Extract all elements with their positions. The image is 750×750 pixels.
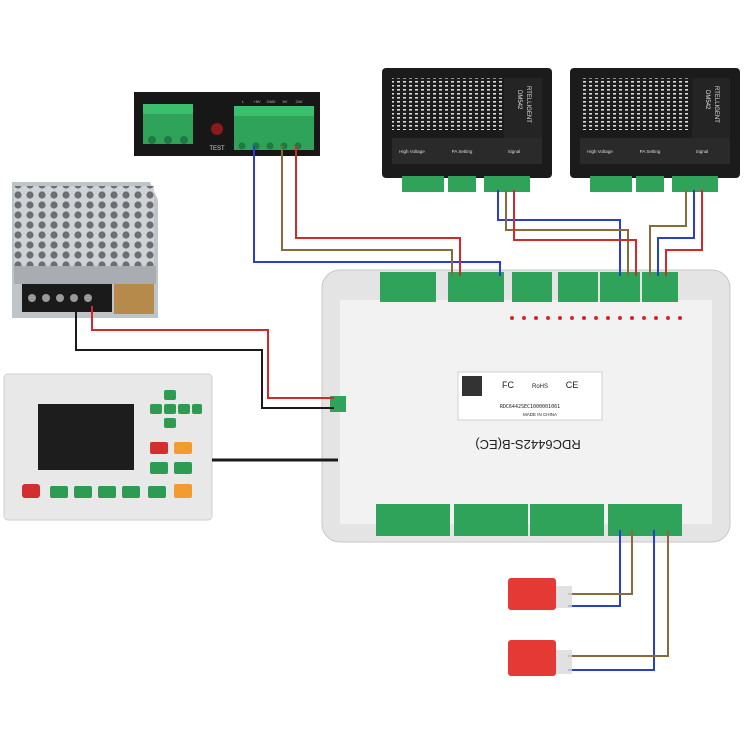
esc-key[interactable]	[150, 442, 168, 454]
dc-terminal-block[interactable]	[234, 106, 314, 150]
status-leds	[510, 316, 682, 320]
top-terminal-1[interactable]	[380, 272, 436, 302]
limit-switch-2	[508, 640, 572, 676]
file-key[interactable]	[98, 486, 116, 498]
made-in: MADE IN CHINA	[523, 412, 557, 417]
driver-2-signal-terminal[interactable]	[672, 176, 718, 192]
driver-2-section-2: PA Setting	[640, 149, 661, 154]
qr-code	[462, 376, 482, 396]
top-terminal-3[interactable]	[512, 272, 552, 302]
driver-1-power-terminal[interactable]	[402, 176, 444, 192]
controller-board: FC CE RoHS RDC6442SEC1000001061 MADE IN …	[321, 269, 731, 543]
driver-2-power-terminal[interactable]	[590, 176, 632, 192]
psu-terminal-label-3: GND	[267, 99, 276, 104]
driver-2-section-3: Signal	[696, 149, 709, 154]
controller-model: RDC6442S-B(EC)	[475, 437, 580, 452]
top-terminal-6[interactable]	[642, 272, 678, 302]
driver-2-brand: RTELLIGENT	[713, 86, 719, 123]
switching-power-supply	[12, 182, 158, 318]
psu-terminal-label-2: +5V	[253, 99, 261, 104]
start-pause-key[interactable]	[174, 484, 192, 498]
direction-keypad[interactable]	[150, 390, 202, 428]
ac-terminal-block[interactable]	[143, 104, 193, 144]
driver-2-model: DM542	[704, 90, 710, 110]
driver-1-signal-terminal[interactable]	[484, 176, 530, 192]
fc-mark: FC	[502, 380, 514, 390]
speed-key[interactable]	[150, 462, 168, 474]
test-label: TEST	[209, 146, 225, 152]
stepper-driver-2: RTELLIGENT DM542 High Voltage PA Setting…	[570, 68, 740, 192]
origin-key[interactable]	[50, 486, 68, 498]
wires	[75, 146, 703, 671]
limit-switch-1	[508, 578, 572, 610]
top-terminal-2[interactable]	[448, 272, 504, 302]
frame-key[interactable]	[74, 486, 92, 498]
z-u-key[interactable]	[122, 486, 140, 498]
driver-1-brand: RTELLIGENT	[525, 86, 531, 123]
driver-1-section-1: High Voltage	[399, 149, 425, 154]
top-terminal-5[interactable]	[600, 272, 640, 302]
power-key[interactable]	[174, 462, 192, 474]
rohs-mark: RoHS	[532, 384, 548, 390]
bottom-terminal-2[interactable]	[454, 504, 528, 536]
driver-1-section-2: PA Setting	[452, 149, 473, 154]
top-terminal-4[interactable]	[558, 272, 598, 302]
control-panel	[3, 373, 213, 521]
test-button[interactable]	[211, 123, 223, 135]
psu-terminal-label-5: 24V	[295, 99, 302, 104]
driver-2-section-1: High Voltage	[587, 149, 613, 154]
stepper-driver-1: RTELLIGENT DM542 High Voltage PA Setting…	[382, 68, 552, 192]
psu-panel: TEST L +5V GND 5V 24V	[134, 92, 320, 156]
bottom-terminal-1[interactable]	[376, 504, 450, 536]
driver-1-section-3: Signal	[508, 149, 521, 154]
driver-1-model: DM542	[516, 90, 522, 110]
psu-output-terminal[interactable]	[22, 284, 112, 312]
lcd-screen	[38, 404, 134, 470]
serial-number: RDC6442SEC1000001061	[500, 404, 560, 410]
driver-2-motor-terminal[interactable]	[636, 176, 664, 192]
psu-terminal-label-1: L	[242, 99, 245, 104]
laser-key[interactable]	[148, 486, 166, 498]
ce-mark: CE	[566, 380, 579, 390]
bottom-terminal-3[interactable]	[530, 504, 604, 536]
psu-terminal-label-4: 5V	[283, 99, 288, 104]
enter-key[interactable]	[174, 442, 192, 454]
driver-1-motor-terminal[interactable]	[448, 176, 476, 192]
reset-key[interactable]	[22, 484, 40, 498]
